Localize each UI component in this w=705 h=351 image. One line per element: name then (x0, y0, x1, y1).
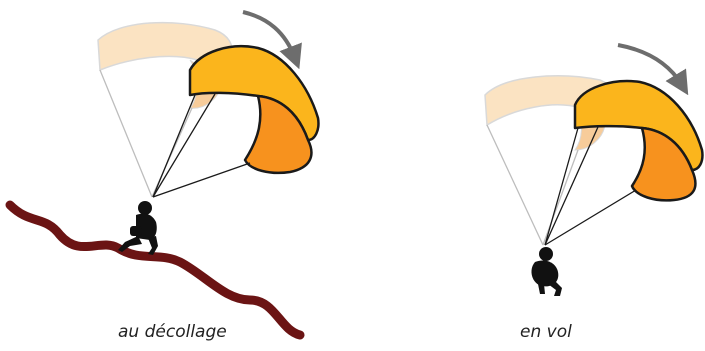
takeoff-scene (10, 12, 318, 335)
motion-arrow-icon (618, 45, 682, 85)
flight-scene (485, 45, 702, 296)
caption-takeoff: au décollage (118, 322, 227, 342)
seated-pilot-icon (531, 247, 562, 296)
ghost-lines (487, 125, 578, 245)
ghost-lines (100, 70, 192, 197)
running-pilot-icon (118, 201, 158, 255)
suspension-lines (153, 94, 250, 197)
caption-flight: en vol (520, 322, 572, 342)
suspension-lines (545, 127, 636, 245)
